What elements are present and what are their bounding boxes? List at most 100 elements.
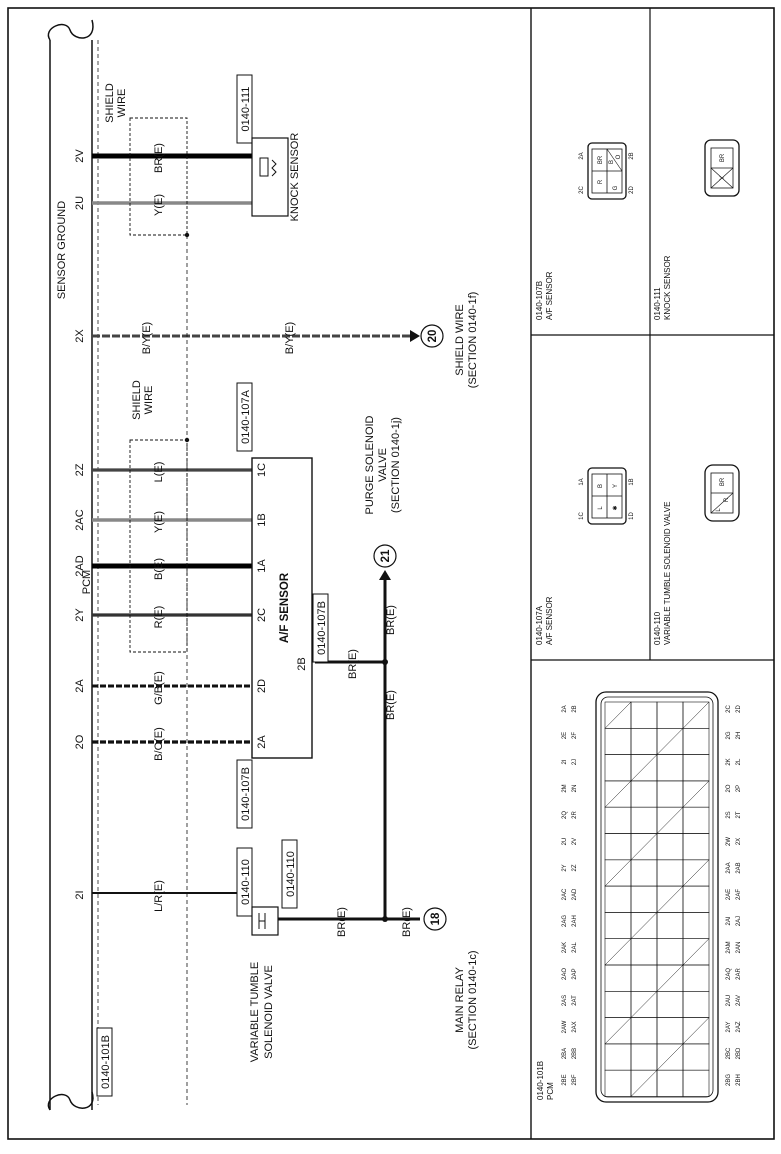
svg-text:0140-101B: 0140-101B bbox=[100, 1035, 112, 1089]
pcm-face-id: 0140-101B bbox=[536, 1061, 545, 1100]
shield-box-knock bbox=[129, 117, 188, 236]
pcm-pin-cell-slash bbox=[630, 754, 658, 782]
svg-text:0140-107A: 0140-107A bbox=[535, 605, 544, 645]
af-pin-2a: 2A bbox=[256, 735, 268, 749]
af-pin-2d: 2D bbox=[256, 679, 268, 693]
af-pin-2c: 2C bbox=[256, 608, 268, 622]
pcm-pin-label: 2AI bbox=[726, 916, 732, 925]
dest-purge-solenoid: 21 PURGE SOLENOID VALVE (SECTION 0140-1j… bbox=[364, 415, 402, 568]
pcm-pin-label: 2E bbox=[562, 732, 568, 739]
pcm-pin-labels: 2BE2BA2AW2AS2AO2AK2AG2AC2Y2U2Q2M2I2E2A2B… bbox=[562, 704, 742, 1086]
pcm-pin-label: 2V bbox=[572, 838, 578, 845]
knock-sensor: 0140-111 KNOCK SENSOR bbox=[236, 74, 301, 222]
af-sensor: 0140-107A 0140-107B 0140-107B A/F SENSOR… bbox=[236, 382, 329, 829]
svg-text:B: B bbox=[598, 484, 604, 488]
purge-label-2: VALVE bbox=[377, 448, 389, 482]
pcm-pin-label: 2BA bbox=[562, 1048, 568, 1059]
pcm-pin-grid bbox=[604, 701, 710, 1097]
pcm-pin-label: 2AC bbox=[562, 888, 568, 900]
pcm-pin-label: 2AR bbox=[736, 967, 742, 979]
knock-sensor-name: KNOCK SENSOR bbox=[289, 133, 301, 222]
svg-text:0140-111: 0140-111 bbox=[653, 287, 662, 320]
relay-label-1: MAIN RELAY bbox=[454, 966, 466, 1032]
pcm-pin-cell-slash bbox=[630, 833, 658, 860]
vtsv: 0140-110 0140-110 VARIABLE TUMBLE SOLENO… bbox=[236, 839, 298, 1062]
svg-text:A/F SENSOR: A/F SENSOR bbox=[545, 596, 554, 645]
terminal-2o: 2O bbox=[74, 734, 86, 749]
pcm-pin-label: 2F bbox=[572, 732, 578, 739]
pcm-pin-cell-slash bbox=[656, 1043, 684, 1071]
wire-label-2i: L/R(E) bbox=[153, 880, 165, 912]
pcm-pin-cell-slash bbox=[604, 859, 632, 887]
dest-main-relay: 18 MAIN RELAY (SECTION 0140-1c) bbox=[423, 907, 479, 1050]
pcm-pin-label: 2U bbox=[562, 838, 568, 846]
pcm-face-name: PCM bbox=[546, 1082, 555, 1100]
wire-label-br-af: BR(E) bbox=[347, 649, 359, 679]
vtsv-ref-a: 0140-110 bbox=[240, 859, 252, 905]
svg-text:BR: BR bbox=[720, 153, 726, 162]
pcm-pin-cell-slash bbox=[656, 885, 684, 913]
svg-text:BR: BR bbox=[720, 477, 726, 486]
wire-label-br-relay: BR(E) bbox=[401, 907, 413, 937]
pcm-pin-label: 2AK bbox=[562, 942, 568, 953]
shield-wire-label-1b: WIRE bbox=[116, 89, 128, 118]
svg-text:0140-107B: 0140-107B bbox=[535, 281, 544, 320]
shield-wire-label-2b: WIRE bbox=[143, 386, 155, 415]
pcm-pin-label: 2J bbox=[572, 759, 578, 765]
pcm-pin-label: 2AG bbox=[562, 915, 568, 927]
wires bbox=[92, 153, 420, 922]
svg-text:R: R bbox=[724, 497, 730, 502]
svg-text:BR: BR bbox=[598, 155, 604, 164]
pcm-pin-label: 2BH bbox=[736, 1074, 742, 1086]
pcm-pin-label: 2AL bbox=[572, 942, 578, 953]
connector-panel: 0140-101B PCM 2BE2BA2AW2AS2AO2AK2AG2AC2Y… bbox=[531, 8, 774, 1103]
pcm-pin-label: 2AY bbox=[726, 1022, 732, 1033]
wire-label-br-purge: BR(E) bbox=[385, 605, 397, 635]
pcm-pin-label: 2AV bbox=[736, 995, 742, 1006]
pcm-pin-label: 2BG bbox=[726, 1074, 732, 1086]
svg-text:✱: ✱ bbox=[612, 505, 619, 510]
pcm-pin-cell-slash bbox=[630, 991, 658, 1018]
pcm-pin-label: 2D bbox=[736, 704, 742, 712]
vtsv-connector: 0140-110 VARIABLE TUMBLE SOLENOID VALVE … bbox=[653, 464, 740, 645]
af-sensor-ref-bottom: 0140-107B bbox=[240, 767, 252, 821]
pcm-pin-label: 2G bbox=[726, 731, 732, 739]
pcm-pin-cell-slash bbox=[656, 807, 684, 834]
vtsv-name-2: SOLENOID VALVE bbox=[263, 965, 275, 1059]
pcm-pin-label: 2X bbox=[736, 838, 742, 845]
svg-text:L: L bbox=[598, 506, 604, 510]
pcm-pin-label: 2AQ bbox=[726, 968, 732, 980]
pcm-pin-label: 2C bbox=[726, 704, 732, 712]
wire-label-2v: BR(E) bbox=[153, 143, 165, 173]
pcm-connector-ref: 0140-101B bbox=[96, 1027, 113, 1097]
pcm-pin-cell bbox=[682, 1069, 710, 1097]
pcm-band bbox=[47, 19, 99, 1111]
purge-label-3: (SECTION 0140-1j) bbox=[390, 417, 402, 513]
wire-label-2ad: B(E) bbox=[153, 558, 165, 580]
svg-text:20: 20 bbox=[427, 330, 439, 343]
svg-text:0140-110: 0140-110 bbox=[653, 611, 662, 645]
pcm-pin-label: 2BC bbox=[726, 1047, 732, 1059]
svg-text:KNOCK SENSOR: KNOCK SENSOR bbox=[663, 255, 672, 320]
svg-text:2D: 2D bbox=[629, 185, 635, 193]
sensor-ground-label: SENSOR GROUND bbox=[56, 201, 68, 299]
af-a-connector: 0140-107A A/F SENSOR 1C 1A 1D 1B L B ✱ Y bbox=[535, 467, 635, 645]
pcm-pin-cell-slash bbox=[604, 780, 632, 808]
pcm-pin-cell-slash bbox=[630, 1070, 658, 1097]
wire-label-2ac: Y(E) bbox=[153, 511, 165, 533]
terminal-2x: 2X bbox=[74, 329, 86, 343]
pcm-pin-label: 2K bbox=[726, 758, 732, 765]
vtsv-name-1: VARIABLE TUMBLE bbox=[249, 962, 261, 1062]
pcm-pin-label: 2AJ bbox=[736, 916, 742, 926]
wire-label-2o: B/O(E) bbox=[153, 727, 165, 761]
af-b-connector: 0140-107B A/F SENSOR 2C 2A 2D 2B R G B B… bbox=[535, 142, 635, 320]
terminal-2i: 2I bbox=[74, 890, 86, 899]
svg-text:18: 18 bbox=[430, 912, 442, 925]
pcm-pin-label: 2AS bbox=[562, 995, 568, 1006]
terminal-2ac: 2AC bbox=[74, 509, 86, 530]
pcm-pin-label: 2A bbox=[562, 705, 568, 712]
pcm-pin-label: 2I bbox=[562, 759, 568, 764]
svg-text:21: 21 bbox=[380, 549, 392, 562]
wire-label-2z: L(E) bbox=[153, 462, 165, 483]
pcm-pin-label: 2BD bbox=[736, 1047, 742, 1059]
